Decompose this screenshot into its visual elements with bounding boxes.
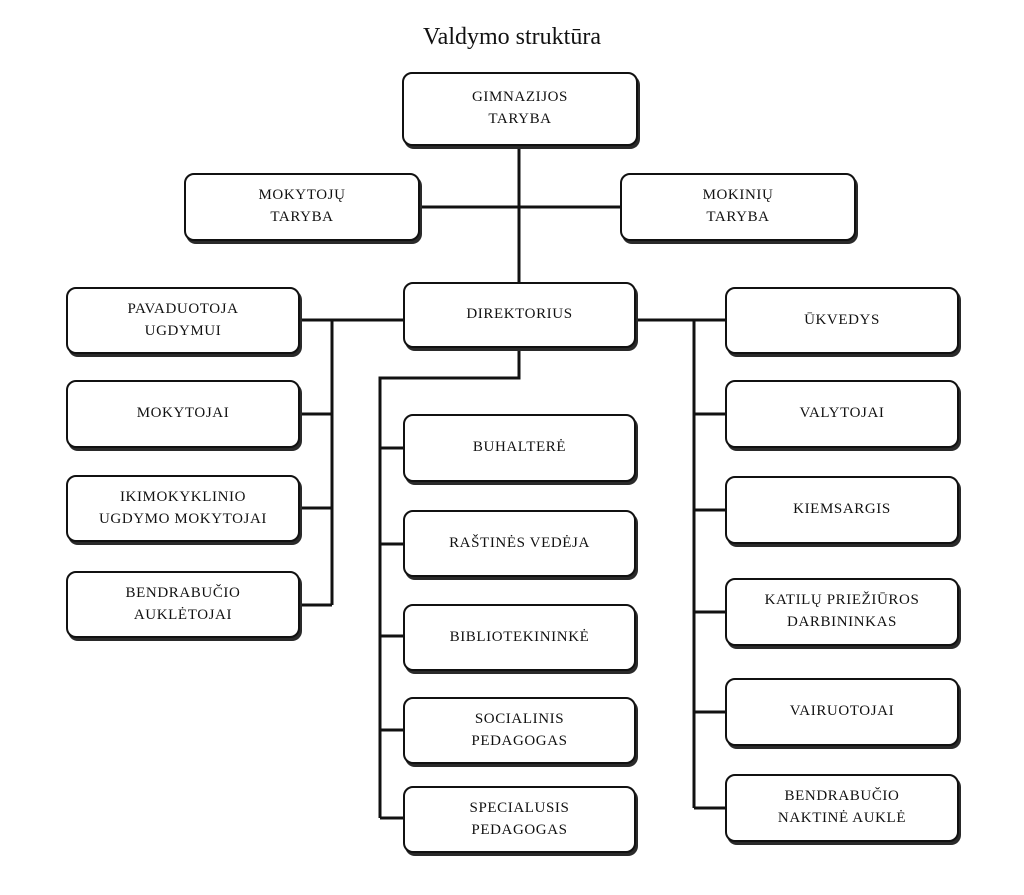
node-label: PAVADUOTOJA UGDYMUI (127, 300, 239, 339)
node-label: BIBLIOTEKININKĖ (449, 628, 590, 645)
node-pavaduotoja-ugdymui: PAVADUOTOJA UGDYMUI (66, 287, 300, 354)
node-gimnazijos-taryba: GIMNAZIJOS TARYBA (402, 72, 638, 146)
node-vairuotojai: VAIRUOTOJAI (725, 678, 959, 746)
node-socialinis-pedagogas: SOCIALINIS PEDAGOGAS (403, 697, 636, 764)
node-label: BENDRABUČIO NAKTINĖ AUKLĖ (777, 788, 907, 826)
node-label: VAIRUOTOJAI (789, 703, 895, 720)
node-label: DIREKTORIUS (466, 306, 573, 323)
node-bendrabucio-aukletojai: BENDRABUČIO AUKLĖTOJAI (66, 571, 300, 638)
node-label: KIEMSARGIS (793, 501, 891, 518)
diagram-title: Valdymo struktūra (423, 24, 601, 50)
node-label: VALYTOJAI (799, 405, 885, 422)
node-direktorius: DIREKTORIUS (403, 282, 636, 348)
node-mokytoju-taryba: MOKYTOJŲ TARYBA (184, 173, 420, 241)
node-label: SOCIALINIS PEDAGOGAS (471, 710, 568, 749)
node-ikimokyklinio-ugdymo-mokytojai: IKIMOKYKLINIO UGDYMO MOKYTOJAI (66, 475, 300, 542)
node-rastines-vedeja: RAŠTINĖS VEDĖJA (403, 510, 636, 577)
node-label: GIMNAZIJOS TARYBA (472, 89, 568, 127)
node-label: IKIMOKYKLINIO UGDYMO MOKYTOJAI (98, 488, 268, 527)
node-label: RAŠTINĖS VEDĖJA (449, 534, 590, 551)
node-label: MOKYTOJAI (136, 405, 230, 422)
node-label: SPECIALUSIS PEDAGOGAS (469, 799, 570, 838)
node-ukvedys: ŪKVEDYS (725, 287, 959, 354)
node-mokiniu-taryba: MOKINIŲ TARYBA (620, 173, 856, 241)
node-label: BENDRABUČIO AUKLĖTOJAI (125, 584, 241, 623)
node-label: MOKINIŲ TARYBA (702, 187, 774, 225)
node-bendrabucio-naktine-aukle: BENDRABUČIO NAKTINĖ AUKLĖ (725, 774, 959, 842)
node-mokytojai: MOKYTOJAI (66, 380, 300, 448)
node-label: BUHALTERĖ (472, 439, 567, 456)
node-label: MOKYTOJŲ TARYBA (258, 187, 346, 225)
node-katilu-prieziuros-darbininkas: KATILŲ PRIEŽIŪROS DARBININKAS (725, 578, 959, 646)
node-specialusis-pedagogas: SPECIALUSIS PEDAGOGAS (403, 786, 636, 853)
node-valytojai: VALYTOJAI (725, 380, 959, 448)
node-label: KATILŲ PRIEŽIŪROS DARBININKAS (764, 592, 920, 630)
node-label: ŪKVEDYS (804, 311, 880, 328)
node-kiemsargis: KIEMSARGIS (725, 476, 959, 544)
node-buhaltere: BUHALTERĖ (403, 414, 636, 482)
node-bibliotekininke: BIBLIOTEKININKĖ (403, 604, 636, 671)
